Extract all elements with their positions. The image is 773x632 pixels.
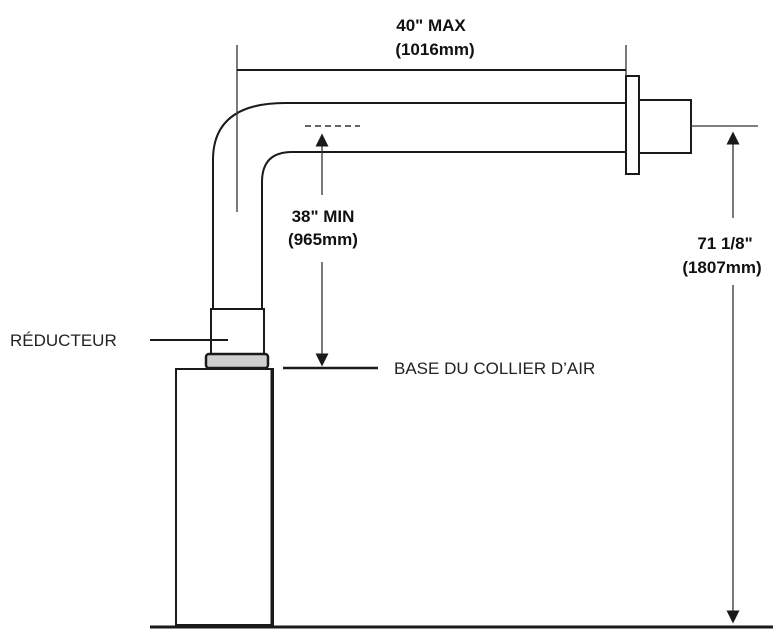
air-collar bbox=[204, 352, 270, 370]
wall-termination bbox=[625, 75, 692, 175]
collar-base-label: BASE DU COLLIER D’AIR bbox=[394, 359, 595, 378]
width-dimension: 40" MAX (1016mm) bbox=[236, 16, 627, 212]
total-height-label: 71 1/8" bbox=[697, 234, 752, 253]
heater-body bbox=[150, 368, 773, 629]
min-height-metric: (965mm) bbox=[288, 230, 358, 249]
min-height-dimension: 38" MIN (965mm) bbox=[288, 125, 360, 367]
min-height-label: 38" MIN bbox=[292, 207, 355, 226]
total-height-metric: (1807mm) bbox=[682, 258, 761, 277]
reducer-label: RÉDUCTEUR bbox=[10, 331, 117, 350]
width-metric: (1016mm) bbox=[395, 40, 474, 59]
vent-pipe bbox=[212, 102, 625, 309]
width-label: 40" MAX bbox=[396, 16, 466, 35]
reducer bbox=[210, 308, 265, 355]
total-height-dimension: 71 1/8" (1807mm) bbox=[682, 125, 762, 624]
